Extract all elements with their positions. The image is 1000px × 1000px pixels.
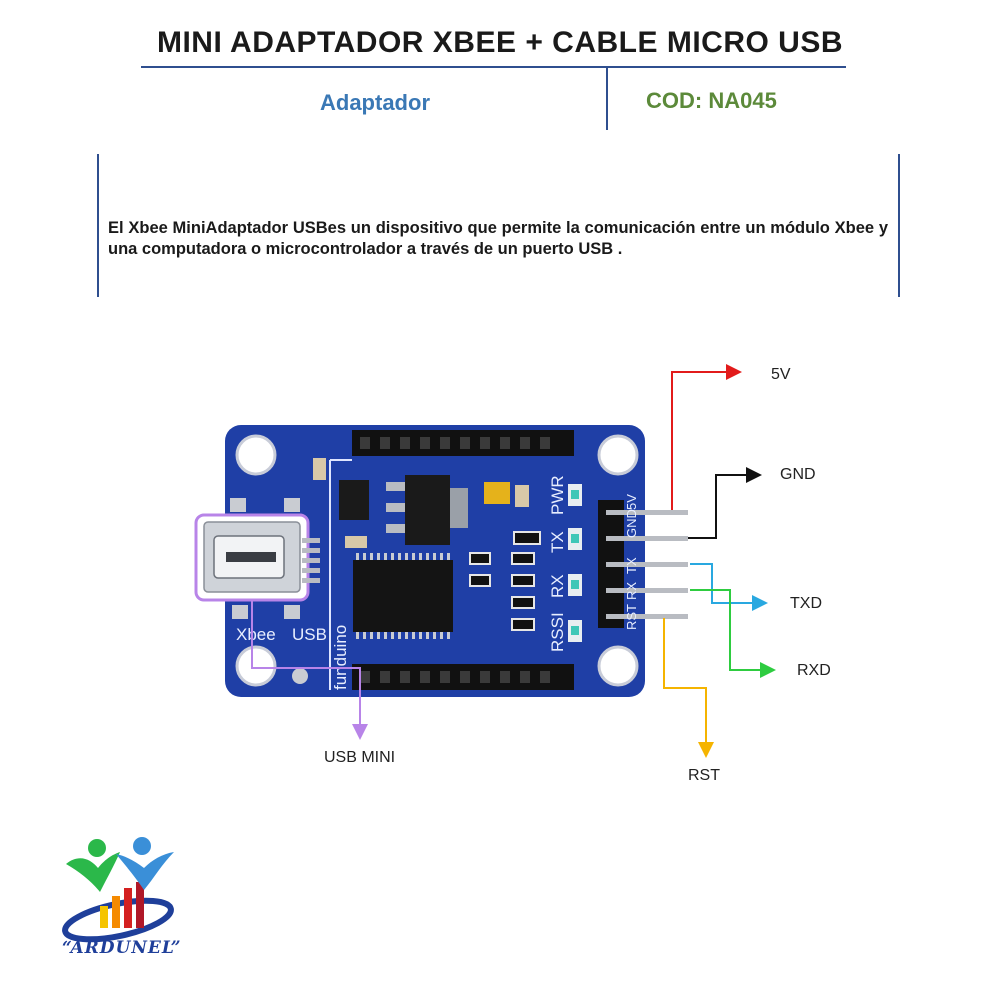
page-title: MINI ADAPTADOR XBEE + CABLE MICRO USB: [156, 26, 844, 59]
description-left-border: [97, 154, 99, 297]
silk-xbee: Xbee: [236, 625, 276, 644]
silk-tx: TX: [548, 531, 567, 553]
silk-pin-gnd: GND: [624, 509, 639, 538]
label-usb-mini: USB MINI: [324, 749, 396, 766]
label-rxd: RXD: [797, 662, 831, 679]
people-icon: [66, 837, 174, 892]
ardunel-logo-text: “ARDUNEL”: [62, 938, 182, 958]
silk-pin-tx: TX: [624, 557, 639, 574]
wire-gnd: [688, 467, 762, 539]
silk-pin-rx: RX: [624, 582, 639, 600]
title-underline: [141, 66, 846, 68]
usb-uart-chip: [353, 560, 453, 632]
silk-usb: USB: [292, 625, 327, 644]
mounting-hole: [235, 434, 277, 476]
mounting-hole: [597, 434, 639, 476]
capacitor: [484, 482, 510, 504]
product-category: Adaptador: [320, 90, 430, 115]
silk-rssi: RSSI: [548, 612, 567, 652]
label-5v: 5V: [771, 366, 791, 383]
product-description: El Xbee MiniAdaptador USBes un dispositi…: [108, 219, 888, 258]
label-gnd: GND: [780, 466, 816, 483]
silk-pin-rst: RST: [624, 604, 639, 630]
silk-funduino: funduino: [331, 625, 350, 690]
wire-txd: [690, 563, 768, 611]
wire-rxd: [690, 589, 776, 678]
diode: [339, 480, 369, 520]
label-rst: RST: [688, 767, 720, 784]
ardunel-logo: [62, 837, 174, 943]
xbee-adapter-board: PWR TX RX RSSI Xbee USB funduino: [225, 425, 645, 697]
bar-graph-icon: [100, 882, 144, 928]
label-txd: TXD: [790, 595, 822, 612]
wire-5v: [671, 364, 742, 510]
voltage-regulator: [405, 475, 450, 545]
wire-usb: [251, 600, 368, 740]
status-leds: [568, 484, 582, 642]
header-divider: [606, 68, 608, 130]
mounting-hole: [235, 645, 277, 687]
product-code: COD: NA045: [646, 88, 777, 113]
silk-rx: RX: [548, 574, 567, 598]
silk-pin-5v: 5V: [624, 494, 639, 510]
silk-pwr: PWR: [548, 475, 567, 515]
pin-header: GND 5V TX RX RST: [598, 494, 688, 630]
wire-rst: [663, 618, 714, 758]
mounting-hole: [597, 645, 639, 687]
usb-mini-connector: [194, 513, 320, 602]
description-right-border: [898, 154, 900, 297]
